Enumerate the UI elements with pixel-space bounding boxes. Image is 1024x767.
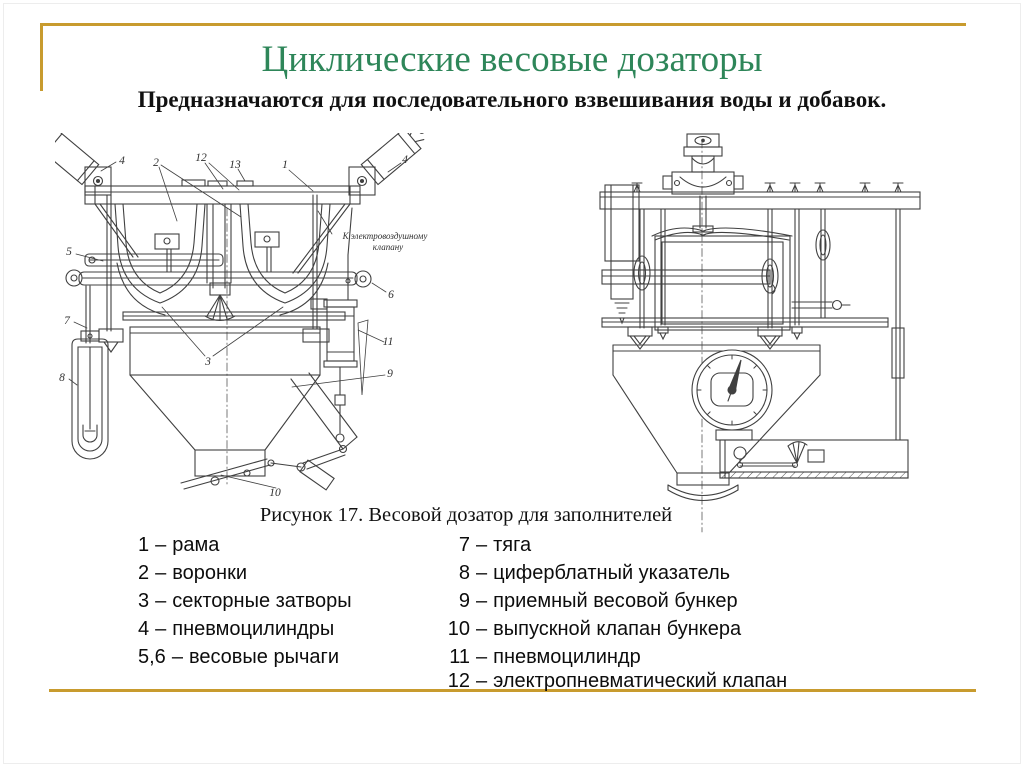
legend-item-number: 10	[447, 618, 470, 640]
legend-separator: –	[476, 670, 488, 692]
legend-item-label: рама	[172, 534, 220, 556]
legend-item-number: 1	[138, 534, 150, 556]
legend-item-number: 5,6	[138, 646, 166, 668]
callout-11: 11	[383, 336, 394, 348]
legend-separator: –	[155, 562, 167, 584]
legend-item-number: 4	[138, 618, 150, 640]
accent-line-corner	[40, 23, 43, 91]
callout-1: 1	[282, 159, 288, 171]
callout-7: 7	[64, 315, 71, 327]
legend-item: 8–циферблатный указатель	[446, 559, 787, 587]
legend-item-number: 12	[447, 670, 470, 692]
callout-10: 10	[269, 487, 281, 499]
legend-item-number: 2	[138, 562, 150, 584]
legend-separator: –	[171, 646, 183, 668]
legend-item: 4–пневмоцилиндры	[138, 615, 352, 643]
legend-item-label: весовые рычаги	[188, 646, 339, 668]
legend-column-right: 7–тяга 8–циферблатный указатель 9–приемн…	[446, 531, 787, 695]
callout-6: 6	[388, 289, 394, 301]
callout-8: 8	[59, 372, 65, 384]
legend-item: 10–выпускной клапан бункера	[446, 615, 787, 643]
figure-caption: Рисунок 17. Весовой дозатор для заполнит…	[259, 504, 673, 526]
legend-item-label: приемный весовой бункер	[493, 590, 738, 612]
legend-separator: –	[155, 590, 167, 612]
callout-4-right: 4	[402, 154, 408, 166]
callout-4-left: 4	[119, 155, 125, 167]
legend-item-number: 7	[458, 534, 470, 556]
callout-3: 3	[204, 356, 211, 368]
legend-item-label: секторные затворы	[172, 590, 352, 612]
side-view-drawing	[599, 133, 921, 533]
legend-item-label: выпускной клапан бункера	[493, 618, 742, 640]
valve-note-line2: клапану	[373, 242, 403, 252]
legend-item: 12–электропневматический клапан	[446, 667, 787, 695]
legend-item: 7–тяга	[446, 531, 787, 559]
legend-separator: –	[476, 534, 488, 556]
legend-item-label: воронки	[172, 562, 247, 584]
legend-separator: –	[476, 590, 488, 612]
legend-item-label: циферблатный указатель	[493, 562, 731, 584]
legend-item: 1–рама	[138, 531, 352, 559]
legend-item: 2–воронки	[138, 559, 352, 587]
legend-item-label: тяга	[493, 534, 532, 556]
legend-column-left: 1–рама 2–воронки 3–секторные затворы 4–п…	[138, 531, 352, 671]
legend-separator: –	[476, 562, 488, 584]
legend-item-number: 11	[449, 646, 470, 668]
legend-item-label: пневмоцилиндры	[172, 618, 335, 640]
legend-item-label: пневмоцилиндр	[493, 646, 641, 668]
page-title: Циклические весовые дозаторы	[261, 39, 763, 80]
legend-separator: –	[155, 534, 167, 556]
valve-note-line1: К электровоздушному	[342, 231, 428, 241]
callout-5: 5	[66, 246, 72, 258]
legend-item-number: 8	[458, 562, 470, 584]
legend-separator: –	[476, 618, 488, 640]
legend-separator: –	[476, 646, 488, 668]
accent-line-top	[40, 23, 966, 26]
front-view-drawing: 4 2 12 13 1 4 5 6 7 8 3 9 10 11 К электр…	[55, 133, 428, 499]
callout-9: 9	[387, 368, 393, 380]
legend-separator: –	[155, 618, 167, 640]
callout-12: 12	[195, 152, 207, 164]
legend-item-label: электропневматический клапан	[493, 670, 788, 692]
legend-item: 9–приемный весовой бункер	[446, 587, 787, 615]
legend-item-number: 9	[458, 590, 470, 612]
legend-item: 3–секторные затворы	[138, 587, 352, 615]
legend-item-number: 3	[138, 590, 150, 612]
subtitle: Предназначаются для последовательного вз…	[137, 87, 887, 112]
callout-13: 13	[229, 159, 241, 171]
legend-item: 11–пневмоцилиндр	[446, 643, 787, 671]
callout-2: 2	[153, 157, 159, 169]
accent-line-bottom	[49, 689, 976, 692]
legend-item: 5,6–весовые рычаги	[138, 643, 352, 671]
